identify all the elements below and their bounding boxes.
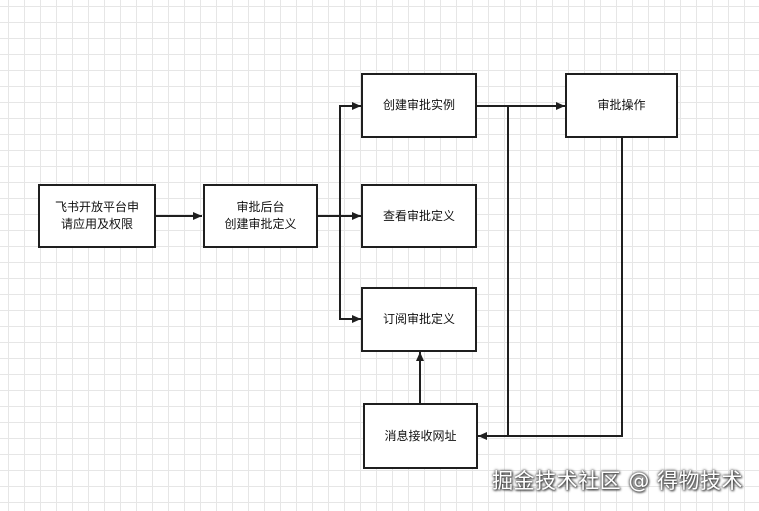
node-approval-operation-label: 审批操作 (597, 98, 646, 112)
node-create-instance: 创建审批实例 (361, 73, 477, 138)
edge-admin-to-create-instance (318, 102, 361, 217)
watermark-text: 掘金技术社区 @ 得物技术 (492, 469, 743, 493)
node-apply-permissions-label: 飞书开放平台申 请应用及权限 (54, 200, 139, 231)
node-create-instance-label: 创建审批实例 (382, 98, 455, 112)
node-approval-admin-label: 审批后台 创建审批定义 (224, 200, 297, 231)
node-subscribe-definition-label: 订阅审批定义 (382, 312, 455, 326)
node-subscribe-definition: 订阅审批定义 (361, 287, 477, 352)
node-approval-operation: 审批操作 (565, 73, 678, 138)
node-view-definition: 查看审批定义 (361, 184, 477, 248)
node-message-receive-url: 消息接收网址 (363, 403, 478, 469)
edge-operation-to-message-url (508, 137, 623, 437)
node-approval-admin: 审批后台 创建审批定义 (203, 184, 318, 248)
node-apply-permissions: 飞书开放平台申 请应用及权限 (38, 184, 156, 248)
edge-admin-to-subscribe-definition (339, 216, 361, 323)
edge-create-instance-to-message-url (478, 106, 509, 440)
node-message-receive-url-label: 消息接收网址 (384, 428, 457, 443)
node-view-definition-label: 查看审批定义 (382, 208, 455, 223)
